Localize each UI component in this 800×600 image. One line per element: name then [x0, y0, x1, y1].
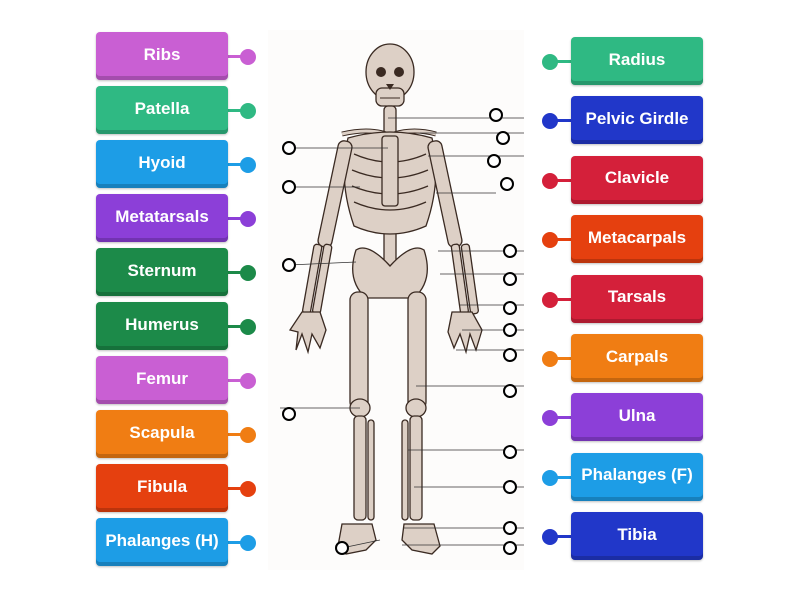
label-connector — [228, 109, 248, 112]
label-scapula[interactable]: Scapula — [96, 410, 228, 458]
label-connector — [551, 178, 571, 182]
label-connector — [228, 271, 248, 274]
drop-target-circle[interactable] — [503, 445, 517, 459]
label-fibula[interactable]: Fibula — [96, 464, 228, 512]
drop-target-circle[interactable] — [496, 131, 510, 145]
label-patella[interactable]: Patella — [96, 86, 228, 134]
label-connector — [228, 487, 248, 490]
label-connector — [551, 238, 571, 242]
label-pin — [542, 469, 558, 486]
label-connector — [551, 119, 571, 123]
drop-target-circle[interactable] — [503, 244, 517, 258]
drop-target-circle[interactable] — [503, 301, 517, 315]
label-humerus[interactable]: Humerus — [96, 302, 228, 350]
label-connector — [228, 163, 248, 166]
label-connector — [551, 535, 571, 539]
label-ulna[interactable]: Ulna — [571, 393, 703, 442]
label-pin — [240, 535, 256, 551]
label-connector — [228, 541, 248, 544]
label-femur[interactable]: Femur — [96, 356, 228, 404]
drop-target-circle[interactable] — [335, 541, 349, 555]
label-pin — [240, 265, 256, 281]
label-connector — [551, 357, 571, 360]
drop-target-circle[interactable] — [503, 480, 517, 494]
label-pin — [240, 481, 256, 497]
label-metatarsals[interactable]: Metatarsals — [96, 194, 228, 242]
label-sternum[interactable]: Sternum — [96, 248, 228, 296]
label-pin — [542, 291, 558, 308]
label-pin — [240, 49, 256, 65]
label-pin — [542, 54, 558, 70]
drop-target-circle[interactable] — [489, 108, 503, 122]
label-pin — [542, 410, 558, 427]
label-phalanges-f[interactable]: Phalanges (F) — [571, 452, 703, 501]
label-metacarpals[interactable]: Metacarpals — [571, 215, 703, 264]
label-hyoid[interactable]: Hyoid — [96, 140, 228, 188]
drop-target-circle[interactable] — [503, 541, 517, 555]
drop-target-circle[interactable] — [282, 258, 296, 272]
drop-target-circle[interactable] — [282, 407, 296, 421]
drop-target-circle[interactable] — [282, 180, 296, 194]
label-connector — [228, 433, 248, 436]
label-ribs[interactable]: Ribs — [96, 32, 228, 80]
label-radius[interactable]: Radius — [571, 37, 703, 85]
label-pin — [542, 351, 558, 367]
label-pin — [240, 319, 256, 335]
label-clavicle[interactable]: Clavicle — [571, 155, 703, 204]
label-connector — [551, 60, 571, 63]
label-pelvic-girdle[interactable]: Pelvic Girdle — [571, 96, 703, 145]
label-tibia[interactable]: Tibia — [571, 512, 703, 561]
label-connector — [551, 297, 571, 301]
drop-target-circle[interactable] — [503, 348, 517, 362]
label-pin — [240, 427, 256, 443]
label-pin — [542, 172, 558, 189]
drop-target-circle[interactable] — [503, 521, 517, 535]
label-connector — [228, 217, 248, 220]
label-tarsals[interactable]: Tarsals — [571, 274, 703, 323]
drop-target-circle[interactable] — [487, 154, 501, 168]
drop-target-circle[interactable] — [503, 272, 517, 286]
label-pin — [542, 529, 558, 546]
label-connector — [228, 55, 248, 58]
skeleton-icon — [288, 43, 483, 555]
label-connector — [228, 379, 248, 382]
drop-target-circle[interactable] — [500, 177, 514, 191]
label-connector — [551, 416, 571, 420]
label-connector — [228, 325, 248, 328]
label-carpals[interactable]: Carpals — [571, 334, 703, 382]
label-phalanges-h[interactable]: Phalanges (H) — [96, 518, 228, 566]
label-pin — [240, 103, 256, 119]
label-pin — [542, 113, 558, 130]
label-connector — [551, 475, 571, 479]
label-pin — [240, 157, 256, 173]
label-pin — [240, 373, 256, 389]
label-pin — [542, 232, 558, 249]
drop-target-circle[interactable] — [503, 323, 517, 337]
skeleton-figure — [268, 30, 524, 570]
label-pin — [240, 211, 256, 227]
drop-target-circle[interactable] — [282, 141, 296, 155]
drop-target-circle[interactable] — [503, 384, 517, 398]
